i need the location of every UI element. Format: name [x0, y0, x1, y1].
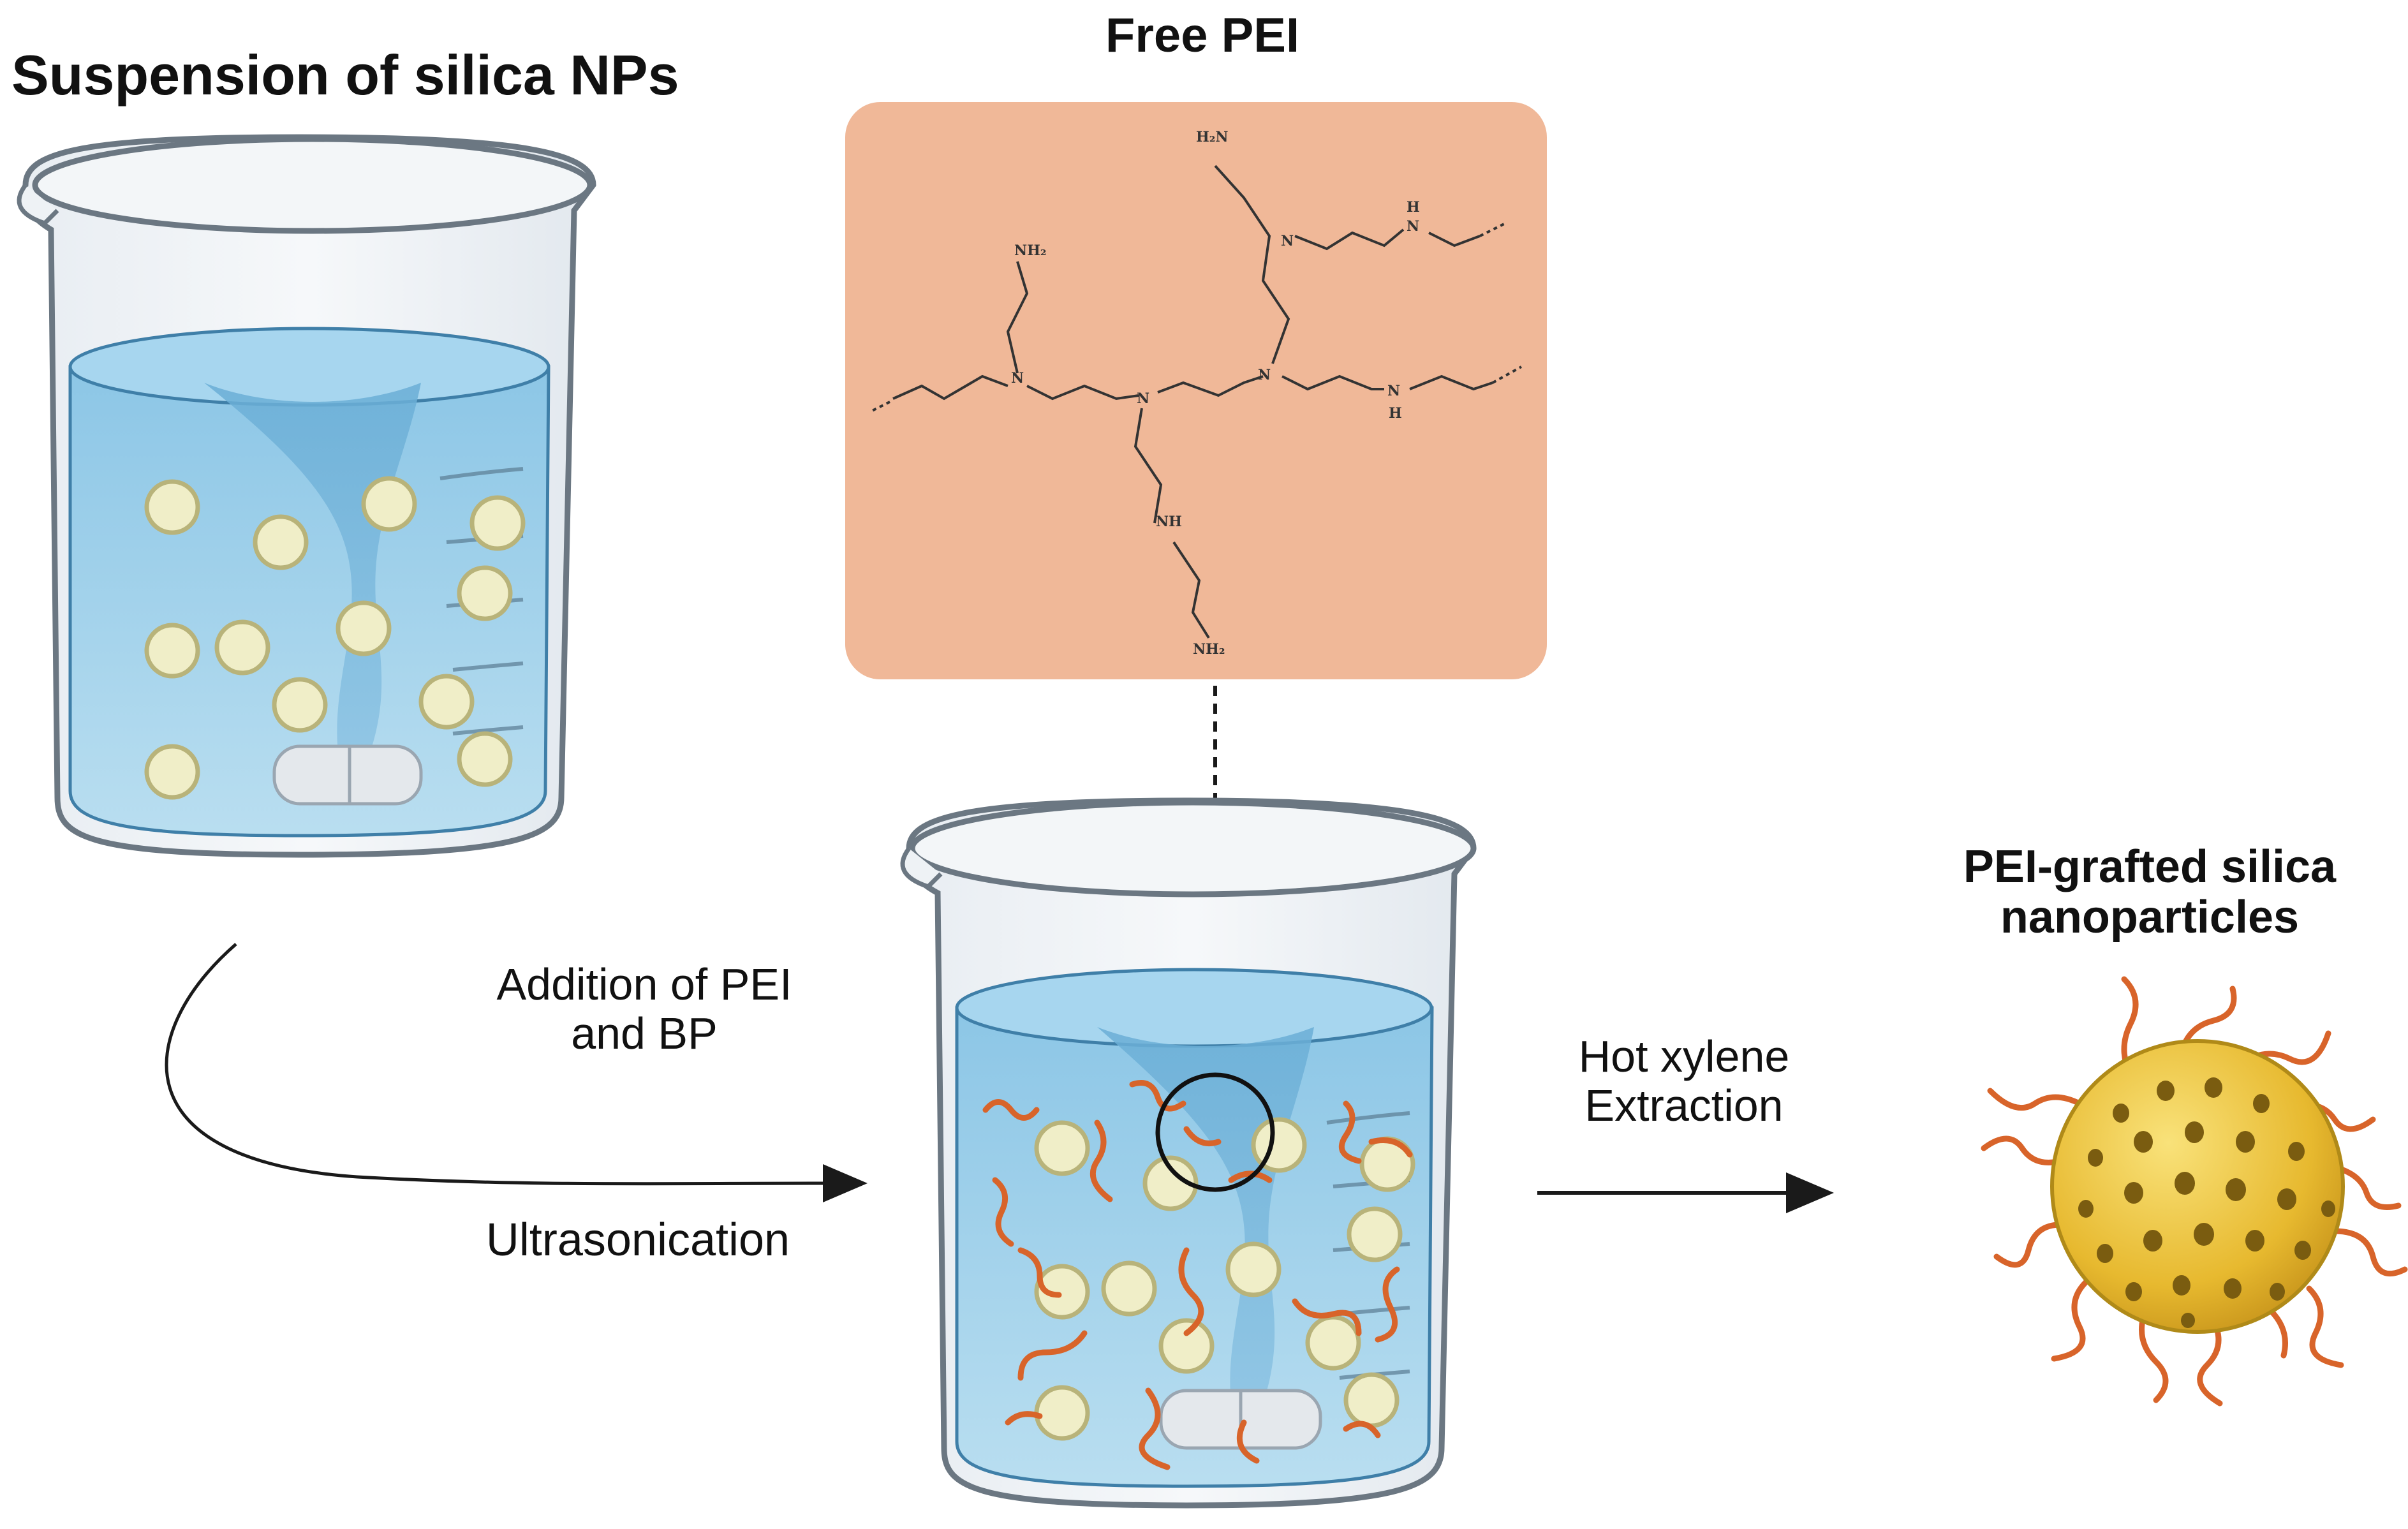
- atom-h-topright: H: [1407, 199, 1420, 216]
- atom-n-top: N: [1281, 233, 1294, 249]
- free-pei-title: Free PEI: [1105, 8, 1300, 63]
- free-pei-panel: NH₂ H₂N N N N N NH NH₂ N H N H: [845, 102, 1547, 1084]
- addition-label: Addition of PEI and BP: [447, 960, 842, 1058]
- beaker-left: [17, 134, 596, 858]
- suspension-title: Suspension of silica NPs: [11, 43, 679, 107]
- addition-label-line2: and BP: [571, 1008, 718, 1058]
- atom-n-topright: N: [1407, 218, 1419, 235]
- grafted-title-line2: nanoparticles: [2000, 892, 2300, 943]
- atom-h2n-top: H₂N: [1196, 129, 1229, 145]
- atom-n-right: N: [1258, 367, 1271, 383]
- extraction-arrow: [1537, 1172, 1834, 1213]
- grafted-title-line1: PEI-grafted silica: [1963, 841, 2337, 892]
- grafted-title: PEI-grafted silica nanoparticles: [1952, 841, 2347, 943]
- atom-h-mainright: H: [1389, 405, 1402, 422]
- grafted-nanoparticle: [1981, 976, 2408, 1407]
- addition-label-line1: Addition of PEI: [496, 959, 792, 1009]
- ultrasonication-label: Ultrasonication: [485, 1215, 790, 1266]
- atom-nh2-left: NH₂: [1014, 242, 1047, 259]
- atom-n-mainright: N: [1387, 383, 1400, 399]
- extraction-label-line1: Hot xylene: [1578, 1031, 1790, 1081]
- atom-n-center: N: [1137, 390, 1149, 407]
- atom-nh-down: NH: [1156, 513, 1182, 530]
- ultrasonication-arrow: [165, 943, 868, 1202]
- atom-nh2-bottom: NH₂: [1193, 641, 1225, 658]
- beaker-center: [900, 797, 1477, 1509]
- extraction-label: Hot xylene Extraction: [1518, 1032, 1850, 1130]
- atom-n-left: N: [1011, 370, 1024, 387]
- extraction-label-line2: Extraction: [1584, 1081, 1784, 1130]
